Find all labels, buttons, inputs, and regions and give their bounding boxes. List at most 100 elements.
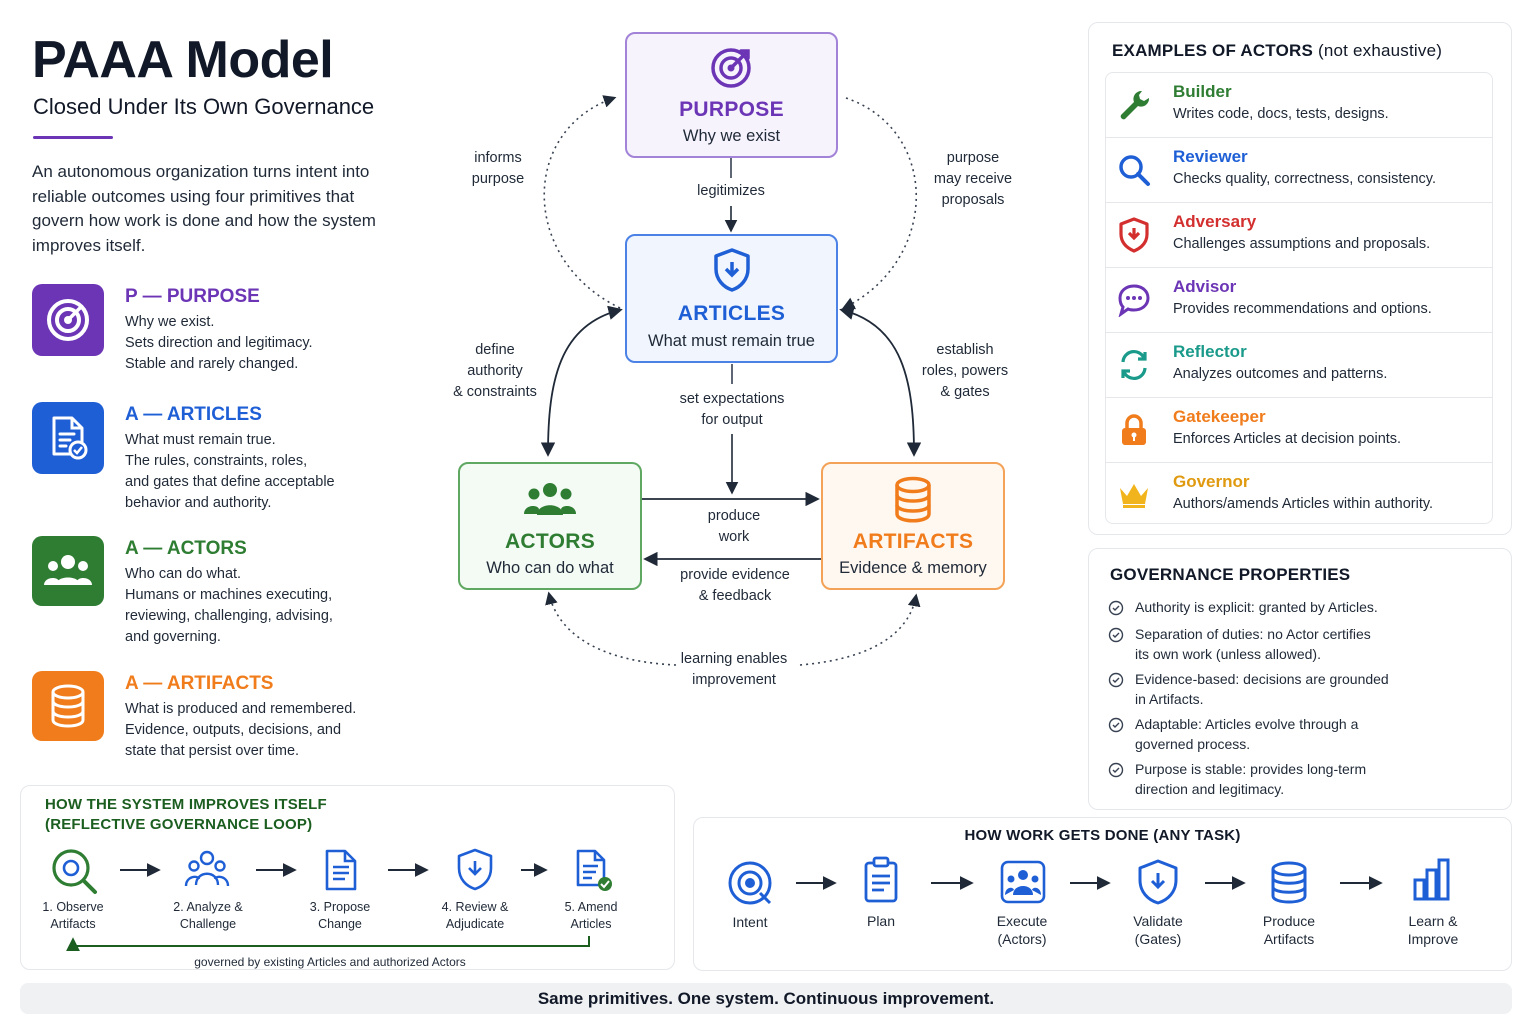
magnifier-icon: [52, 849, 97, 894]
primitive-description: What must remain true.The rules, constra…: [125, 432, 335, 511]
loop-step-label: 2. Analyze &Challenge: [173, 900, 243, 931]
actor-name: Gatekeeper: [1173, 407, 1266, 426]
actors-examples-panel: [1088, 22, 1512, 535]
node-title: ARTICLES: [677, 302, 786, 325]
actor-description: Writes code, docs, tests, designs.: [1173, 106, 1389, 122]
node-title: PURPOSE: [679, 98, 784, 121]
work-step-label: Execute(Actors): [996, 913, 1048, 947]
actor-name: Reflector: [1173, 342, 1247, 361]
shield-alert-icon: [1116, 217, 1152, 253]
node-subtitle: What must remain true: [648, 332, 815, 350]
work-step-label: Intent: [732, 914, 768, 930]
actor-description: Challenges assumptions and proposals.: [1173, 236, 1431, 252]
primitive-actors: A — ACTORS Who can do what.Humans or mac…: [32, 536, 382, 656]
check-circle-icon: [1108, 627, 1124, 643]
reflective-loop-note: governed by existing Articles and author…: [194, 955, 466, 969]
document-check-icon: [32, 402, 104, 474]
lock-icon: [1116, 412, 1152, 448]
wrench-icon: [1116, 87, 1152, 123]
check-circle-icon: [1108, 600, 1124, 616]
list-item: Reviewer Checks quality, correctness, co…: [1106, 138, 1492, 203]
actor-description: Enforces Articles at decision points.: [1173, 431, 1402, 447]
node-title: ACTORS: [504, 530, 596, 553]
chat-bubble-icon: [1116, 282, 1152, 318]
people-icon: [1000, 860, 1046, 904]
target-icon: [32, 284, 104, 356]
intro-text: An autonomous organization turns intent …: [32, 162, 376, 255]
node-purpose: PURPOSE Why we exist: [625, 32, 838, 158]
shield-check-icon: [457, 848, 493, 891]
node-articles: ARTICLES What must remain true: [625, 234, 838, 363]
list-item: Adversary Challenges assumptions and pro…: [1106, 203, 1492, 268]
document-check-icon: [576, 849, 612, 891]
actor-name: Adversary: [1173, 212, 1257, 231]
arrow-define-authority: [540, 305, 623, 457]
actor-description: Checks quality, correctness, consistency…: [1173, 171, 1436, 187]
actor-description: Analyzes outcomes and patterns.: [1173, 366, 1388, 382]
bar-chart-icon: [1413, 858, 1450, 901]
people-icon: [524, 483, 576, 515]
primitive-heading: A — ARTIFACTS: [125, 673, 274, 694]
actor-description: Provides recommendations and options.: [1173, 301, 1432, 317]
work-flow-panel: [693, 817, 1512, 971]
page-title: PAAA Model: [32, 31, 334, 89]
list-item: Governor Authors/amends Articles within …: [1106, 463, 1492, 523]
work-step-label: Plan: [866, 913, 896, 929]
primitive-description: Who can do what.Humans or machines execu…: [125, 566, 333, 645]
footer-tagline: Same primitives. One system. Continuous …: [20, 983, 1512, 1014]
clipboard-icon: [864, 856, 898, 903]
governance-panel: [1088, 548, 1512, 810]
governance-heading: GOVERNANCE PROPERTIES: [1110, 565, 1351, 584]
cycle-arrows-icon: [1116, 347, 1152, 383]
primitive-heading: A — ARTICLES: [125, 404, 262, 425]
primitive-description: What is produced and remembered.Evidence…: [125, 701, 357, 759]
check-circle-icon: [1108, 762, 1124, 778]
reflective-loop-panel: [20, 785, 675, 970]
document-icon: [325, 849, 357, 891]
check-circle-icon: [1108, 672, 1124, 688]
people-icon: [32, 536, 104, 606]
primitive-purpose: P — PURPOSE Why we exist.Sets direction …: [32, 284, 382, 404]
primitive-heading: A — ACTORS: [125, 538, 247, 559]
actor-name: Advisor: [1173, 277, 1237, 296]
check-circle-icon: [1108, 717, 1124, 733]
node-subtitle: Why we exist: [682, 127, 781, 145]
database-icon: [1271, 861, 1307, 904]
title-divider: [33, 136, 113, 139]
node-actors: ACTORS Who can do what: [458, 462, 642, 590]
node-title: ARTIFACTS: [852, 530, 974, 553]
crown-icon: [1116, 477, 1152, 513]
loop-step-label: 4. Review &Adjudicate: [441, 900, 509, 931]
shield-check-icon: [1138, 859, 1178, 905]
primitive-articles: A — ARTICLES What must remain true.The r…: [32, 402, 382, 522]
list-item: Gatekeeper Enforces Articles at decision…: [1106, 398, 1492, 463]
target-icon: [728, 861, 772, 905]
arrow-establish-roles: [839, 305, 922, 457]
actors-examples-list: Builder Writes code, docs, tests, design…: [1105, 72, 1493, 524]
node-subtitle: Evidence & memory: [839, 559, 987, 577]
list-item: Reflector Analyzes outcomes and patterns…: [1106, 333, 1492, 398]
edge-label-provide-evidence: provide evidence& feedback: [680, 567, 790, 604]
shield-icon: [713, 248, 750, 292]
work-flow-heading: HOW WORK GETS DONE (ANY TASK): [964, 827, 1241, 844]
loop-feedback-arrow: [66, 936, 590, 952]
primitive-artifacts: A — ARTIFACTS What is produced and remem…: [32, 671, 382, 791]
primitive-heading: P — PURPOSE: [125, 286, 260, 307]
actor-description: Authors/amends Articles within authority…: [1173, 496, 1434, 512]
target-icon: [710, 48, 751, 88]
database-icon: [32, 671, 104, 741]
actors-examples-heading: EXAMPLES OF ACTORS (not exhaustive): [1112, 41, 1443, 60]
